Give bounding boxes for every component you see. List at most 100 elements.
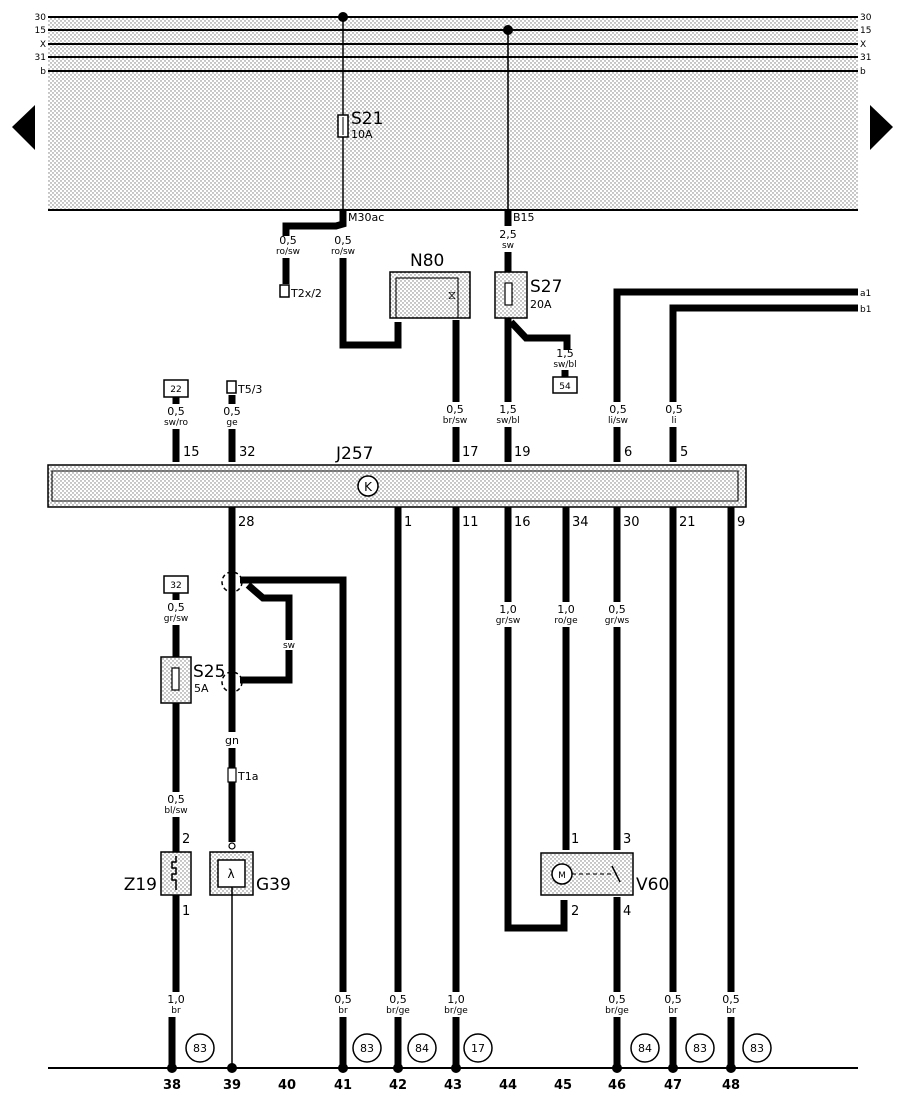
bus-label-right: 15: [860, 26, 871, 36]
wire-color: br/ge: [605, 1006, 629, 1016]
fuse-s25-rating: 5A: [194, 682, 209, 695]
connector-b1-label: b1: [860, 305, 871, 315]
ground-ref-38[interactable]: 83: [193, 1042, 207, 1055]
wire-size: 0,5: [608, 603, 626, 616]
pin-1: 1: [404, 515, 412, 530]
previous-page-arrow-icon[interactable]: [12, 105, 35, 150]
wire-pin16-to-v60: [504, 627, 568, 932]
heater-z19-label: Z19: [124, 875, 157, 895]
motor-symbol: M: [558, 871, 566, 881]
bus-label-right: 30: [860, 13, 872, 23]
wire-color: br/sw: [443, 416, 468, 426]
reference-54-label: 54: [559, 382, 571, 392]
pin-30: 30: [623, 515, 640, 530]
wire-size: 0,5: [223, 405, 241, 418]
wire-size: 0,5: [608, 993, 626, 1006]
wire-shield-sw: [240, 582, 293, 684]
component-n80[interactable]: ⧖ N80: [389, 251, 471, 319]
wire-size: 0,5: [334, 993, 352, 1006]
ground-ref-46[interactable]: 84: [638, 1042, 652, 1055]
wire-size: 0,5: [446, 403, 464, 416]
fuse-s27[interactable]: S27 20A: [494, 271, 562, 319]
wire-b1: [669, 304, 858, 402]
fuse-s25[interactable]: S25 5A: [160, 656, 225, 704]
heater-z19[interactable]: [160, 851, 192, 896]
ground-ref-41[interactable]: 83: [360, 1042, 374, 1055]
bus-label-right: X: [860, 40, 866, 50]
wire-size: 1,0: [499, 603, 517, 616]
track-number: 45: [554, 1078, 572, 1093]
wire-color: gr/sw: [164, 614, 189, 624]
track-number: 46: [608, 1078, 626, 1093]
pin-11: 11: [462, 515, 479, 530]
bus-label-left: 30: [35, 13, 47, 23]
wire-color: br: [726, 1006, 736, 1016]
track-number: 38: [163, 1078, 181, 1093]
wire-size: 0,5: [389, 993, 407, 1006]
fuse-s21-rating: 10A: [351, 128, 373, 141]
pin-9: 9: [737, 515, 745, 530]
wire-color: sw/ro: [164, 418, 189, 428]
connector-m30ac-label: M30ac: [348, 211, 384, 224]
pin-16: 16: [514, 515, 531, 530]
pin-19: 19: [514, 445, 531, 460]
output-pins: 28 1 11 16 34 30 21 9: [238, 515, 745, 530]
ground-references[interactable]: 83 83 84 17 84 83 83: [185, 1033, 772, 1063]
ground-ref-43[interactable]: 17: [471, 1042, 485, 1055]
ground-ref-48[interactable]: 83: [750, 1042, 764, 1055]
connector-b15-label: B15: [513, 211, 535, 224]
wire-size: 0,5: [609, 403, 627, 416]
pin-32: 32: [239, 445, 256, 460]
track-number: 42: [389, 1078, 407, 1093]
control-unit-icon: [357, 475, 379, 497]
bus-label-left: 31: [35, 53, 46, 63]
next-page-arrow-icon[interactable]: [870, 105, 893, 150]
sensor-g39-label: G39: [256, 875, 291, 895]
wire-color: sw: [502, 241, 514, 251]
pin-15: 15: [183, 445, 200, 460]
wire-size: 1,0: [557, 603, 575, 616]
control-unit-j257[interactable]: K: [47, 464, 747, 508]
ground-ref-47[interactable]: 83: [693, 1042, 707, 1055]
connector-t2x2-label: T2x/2: [290, 287, 322, 300]
motor-v60[interactable]: M: [540, 852, 634, 896]
pin-28: 28: [238, 515, 255, 530]
pin-v60-1: 1: [571, 832, 579, 847]
bus-label-right: b: [860, 67, 866, 77]
wire-size: 0,5: [167, 793, 185, 806]
wire-color: li: [671, 416, 676, 426]
pin-21: 21: [679, 515, 696, 530]
wire-color: ro/sw: [331, 247, 355, 257]
ground-ref-42[interactable]: 84: [415, 1042, 429, 1055]
fuse-s25-label: S25: [193, 662, 225, 682]
wire-color: ge: [226, 418, 238, 428]
track-number: 43: [444, 1078, 462, 1093]
wire-size: 1,0: [447, 993, 465, 1006]
ground-stubs: [168, 1017, 735, 1068]
pin-34: 34: [572, 515, 589, 530]
heater-element-icon: [171, 856, 177, 890]
wire-size: 2,5: [499, 228, 517, 241]
bus-label-left: 15: [35, 26, 46, 36]
wire-color: br: [668, 1006, 678, 1016]
wire-color: gr/ws: [605, 616, 630, 626]
wire-color: br: [171, 1006, 181, 1016]
pin-v60-3: 3: [623, 832, 631, 847]
fuse-s27-label: S27: [530, 277, 562, 297]
wire-color: ro/ge: [554, 616, 578, 626]
track-numbers: 38 39 40 41 42 43 44 45 46 47 48: [163, 1078, 740, 1093]
wire-size: 0,5: [722, 993, 740, 1006]
wire-size: 0,5: [664, 993, 682, 1006]
component-n80-label: N80: [410, 251, 444, 271]
pin-17: 17: [462, 445, 479, 460]
wire-size: 0,5: [167, 601, 185, 614]
fuse-s21-label: S21: [351, 109, 383, 129]
valve-icon: ⧖: [448, 288, 456, 302]
fuse-s27-rating: 20A: [530, 298, 552, 311]
ground-dots: [167, 1063, 736, 1073]
pin-v60-2: 2: [571, 904, 579, 919]
motor-v60-label: V60: [636, 875, 669, 895]
track-number: 44: [499, 1078, 517, 1093]
reference-box-54[interactable]: [552, 376, 578, 394]
wire-size: 1,0: [167, 993, 185, 1006]
